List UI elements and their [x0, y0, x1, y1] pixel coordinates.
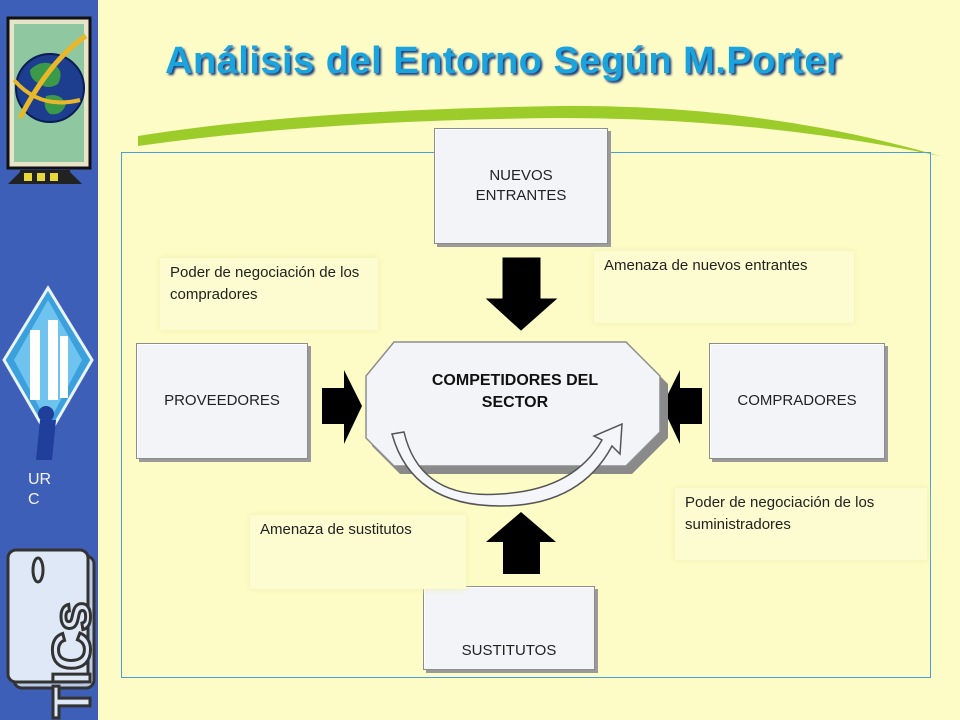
note-poder-suministradores: Poder de negociación de los suministrado…: [675, 488, 927, 560]
arrow-left-icon: [662, 370, 702, 444]
arrow-up-icon: [486, 512, 556, 574]
note-poder-compradores: Poder de negociación de los compradores: [160, 258, 378, 330]
title-swoosh: [138, 105, 940, 156]
box-nuevos-entrantes: NUEVOS ENTRANTES: [434, 128, 608, 244]
note-amenaza-nuevos: Amenaza de nuevos entrantes: [594, 251, 854, 323]
box-proveedores: PROVEEDORES: [136, 343, 308, 459]
curved-arrow-icon: [391, 422, 623, 507]
arrow-right-icon: [322, 370, 362, 444]
box-compradores-label: COMPRADORES: [737, 392, 857, 409]
note-amenaza-sustitutos: Amenaza de sustitutos: [250, 515, 466, 589]
box-sustitutos-label: SUSTITUTOS: [461, 642, 557, 659]
box-compradores: COMPRADORES: [709, 343, 885, 459]
competidores-label: COMPETIDORES DEL SECTOR: [431, 372, 599, 411]
competidores-octagon: [365, 341, 661, 467]
box-sustitutos: SUSTITUTOS: [423, 586, 595, 670]
diamond-logo-icon: [2, 285, 94, 460]
box-nuevos-entrantes-label: NUEVOS ENTRANTES: [475, 167, 567, 204]
svg-text:TICs: TICs: [42, 601, 102, 718]
slide-title: Análisis del Entorno Según M.Porter: [165, 40, 842, 82]
box-proveedores-label: PROVEEDORES: [164, 392, 280, 409]
globe-logo-icon: [6, 16, 92, 184]
side-label: UR C: [28, 471, 52, 508]
tics-logo-icon: TICs: [6, 548, 104, 720]
arrow-down-icon: [485, 257, 558, 331]
